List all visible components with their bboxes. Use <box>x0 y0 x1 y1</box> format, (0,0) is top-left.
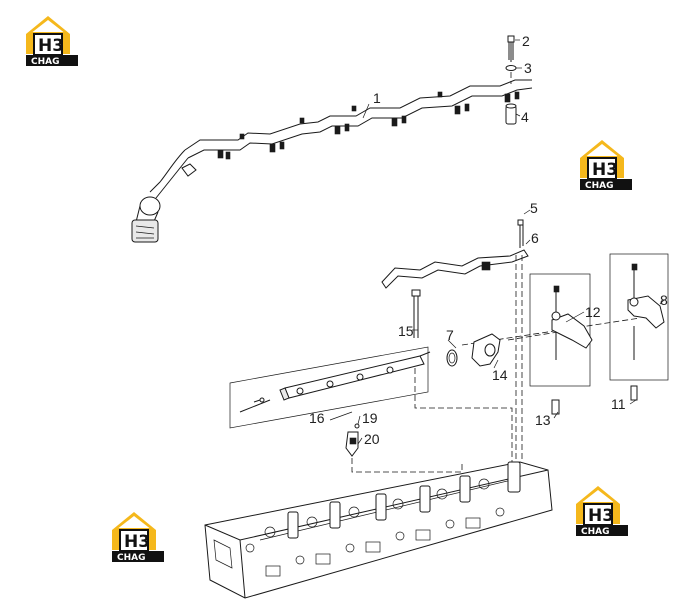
callout-3: 3 <box>524 60 532 76</box>
logo-mark: H3 <box>588 506 614 526</box>
logo-word: CHAG <box>581 527 610 537</box>
callout-labels: 1 2 3 4 5 6 7 8 11 12 13 14 15 16 19 20 <box>309 33 668 447</box>
callout-5: 5 <box>530 200 538 216</box>
wiring-harness <box>131 79 533 243</box>
callout-20: 20 <box>364 431 380 447</box>
callout-4: 4 <box>521 109 529 125</box>
rocker-box-left <box>529 273 593 415</box>
callout-6: 6 <box>531 230 539 246</box>
brand-logo: H3 CHAG <box>111 511 165 563</box>
logo-mark: H3 <box>124 532 150 552</box>
callout-8: 8 <box>660 292 668 308</box>
cylinder-head <box>204 461 553 599</box>
logo-word: CHAG <box>31 57 60 67</box>
brand-logo: H3 CHAG <box>575 485 629 537</box>
fuel-rail-group <box>229 346 431 429</box>
sensor-assembly <box>345 423 360 457</box>
leader-lines <box>329 39 665 445</box>
logo-mark: H3 <box>38 36 64 56</box>
brand-logo: H3 CHAG <box>579 139 633 191</box>
callout-16: 16 <box>309 410 325 426</box>
logo-mark: H3 <box>592 160 618 180</box>
callout-12: 12 <box>585 304 601 320</box>
logo-word: CHAG <box>117 553 146 563</box>
harness-bracket <box>381 219 529 289</box>
rocker-box-right <box>609 253 669 401</box>
callout-2: 2 <box>522 33 530 49</box>
callout-19: 19 <box>362 410 378 426</box>
seal-and-support <box>446 333 501 367</box>
callout-11: 11 <box>611 396 626 412</box>
callout-15: 15 <box>398 323 414 339</box>
callout-1: 1 <box>373 90 381 106</box>
bolt-washer-spacer <box>505 35 517 125</box>
callout-13: 13 <box>535 412 551 428</box>
callout-7: 7 <box>446 327 454 343</box>
brand-logo: H3 CHAG <box>25 15 79 67</box>
logo-word: CHAG <box>585 181 614 191</box>
callout-14: 14 <box>492 367 508 383</box>
long-bolt <box>411 289 421 338</box>
